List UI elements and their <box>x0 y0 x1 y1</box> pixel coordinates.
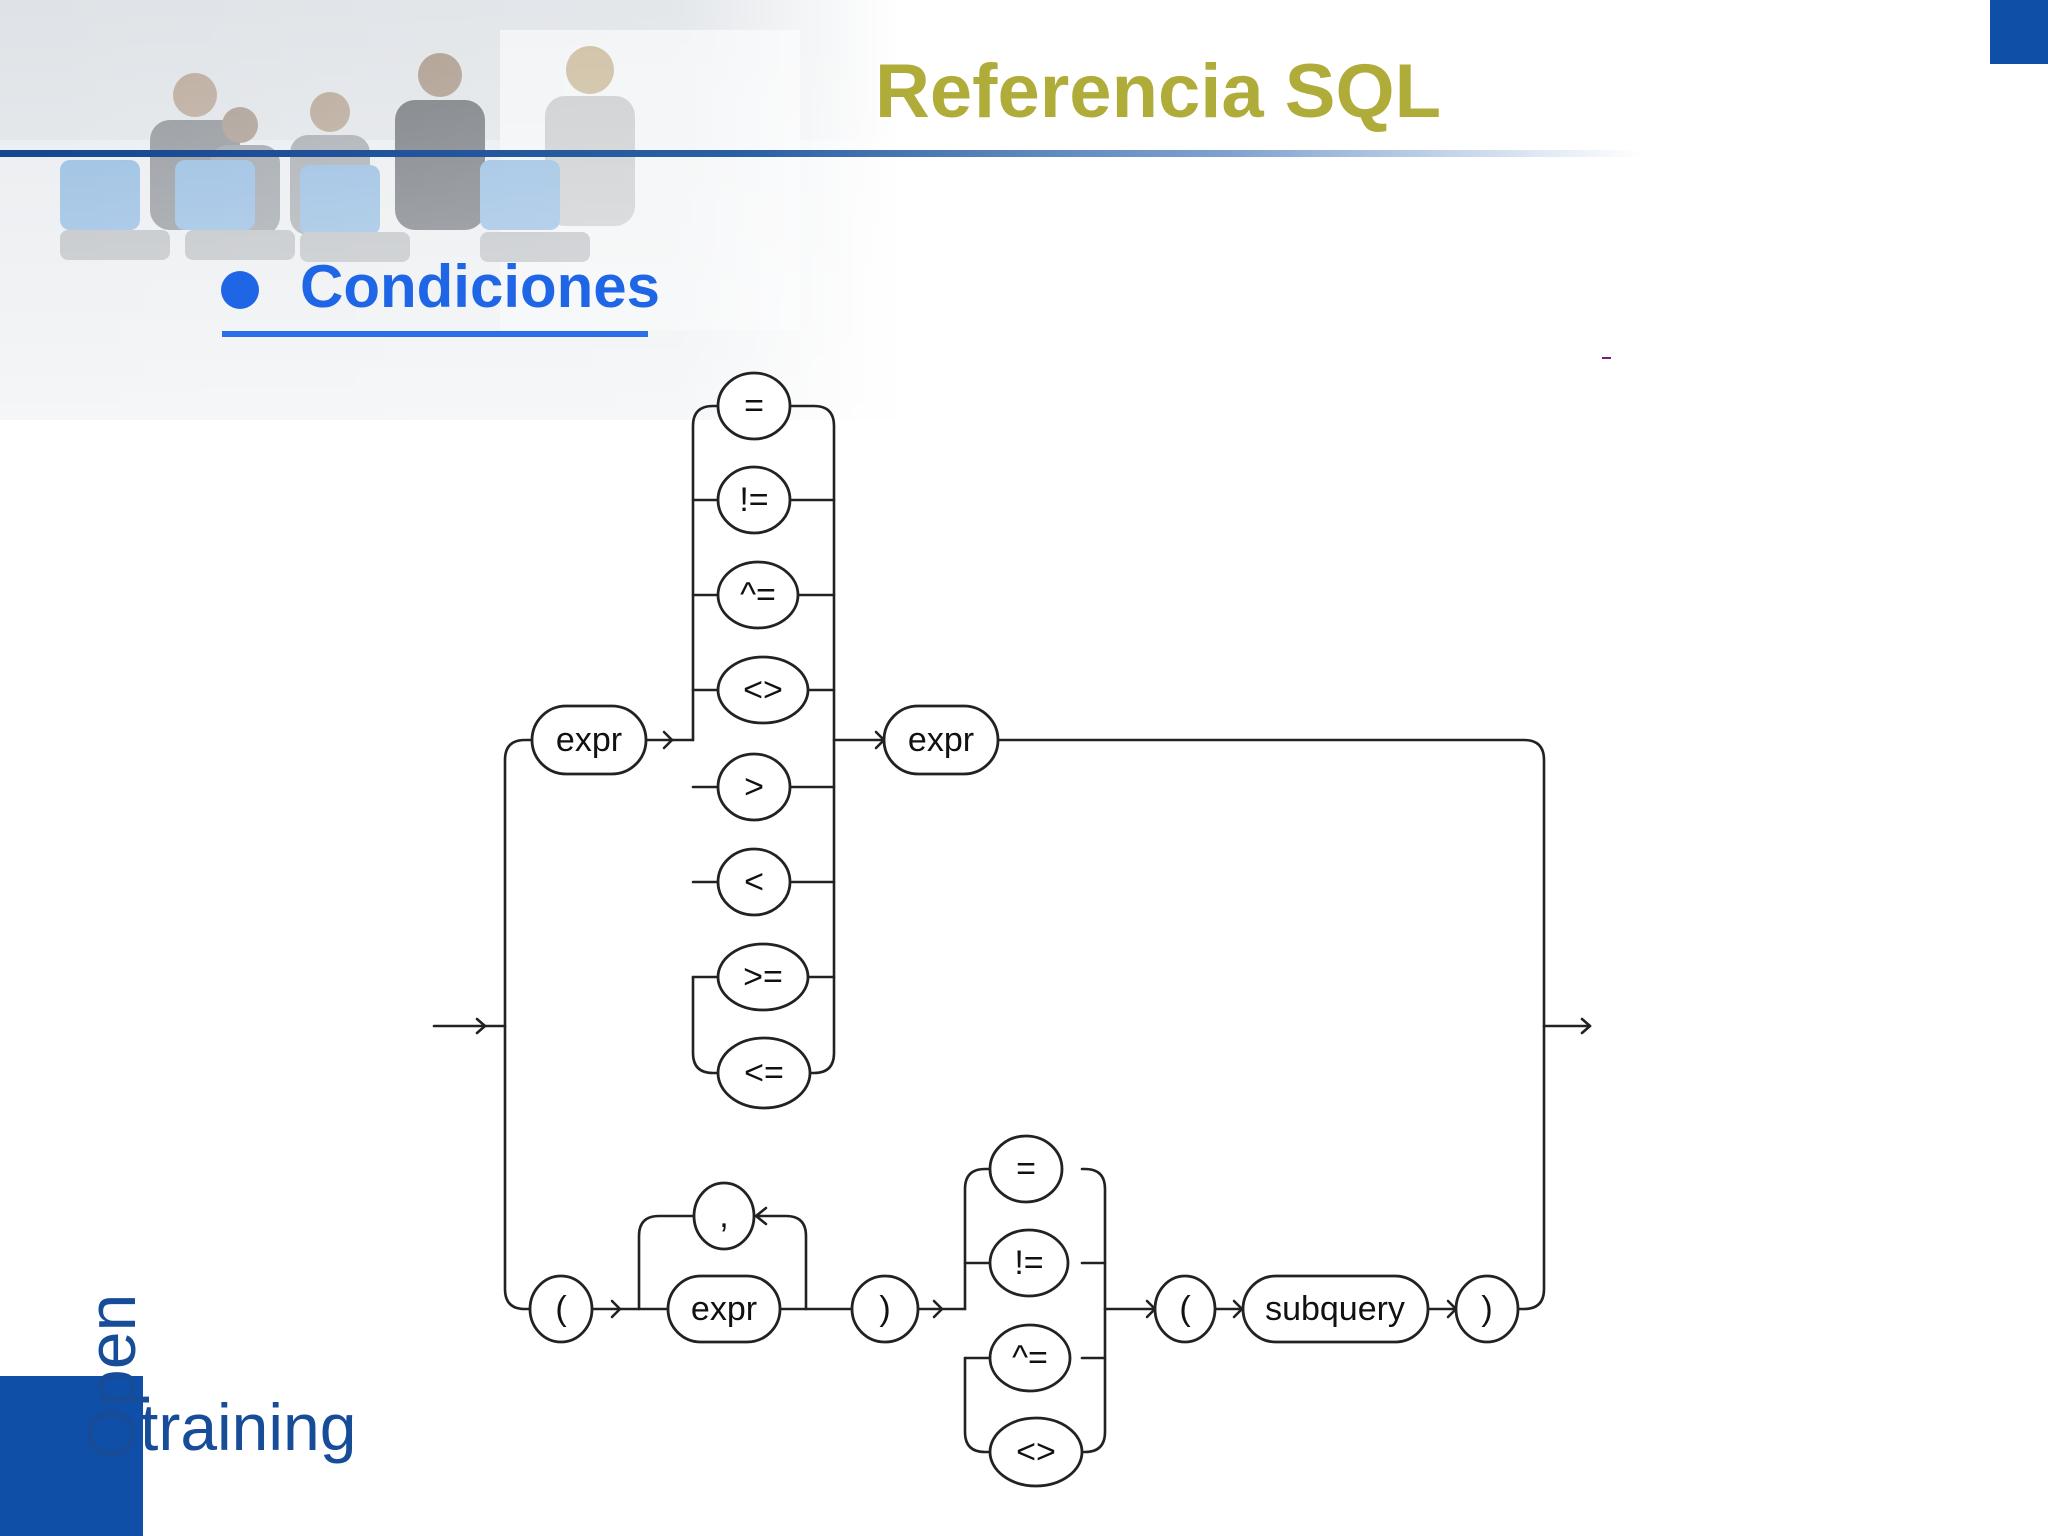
node-close-paren-sub: ) <box>1454 1274 1520 1344</box>
svg-text:^=: ^= <box>1012 1339 1048 1377</box>
node-op-ne-bang: != <box>716 465 792 535</box>
svg-text:>: > <box>744 768 764 806</box>
svg-text:,: , <box>719 1197 728 1235</box>
svg-text:expr: expr <box>691 1290 757 1328</box>
svg-text:=: = <box>744 387 764 425</box>
svg-text:): ) <box>879 1290 890 1328</box>
node-sub-op-ne-angle: <> <box>988 1416 1084 1488</box>
svg-text:<>: <> <box>743 671 783 709</box>
svg-text:<=: <= <box>744 1054 784 1092</box>
svg-text:(: ( <box>555 1290 567 1328</box>
corner-accent <box>1990 0 2048 64</box>
svg-text:!=: != <box>739 481 768 519</box>
node-comma: , <box>692 1181 756 1251</box>
section-heading: Condiciones <box>300 253 661 320</box>
node-expr-right: expr <box>882 704 1000 776</box>
node-sub-op-eq: = <box>988 1134 1064 1204</box>
svg-text:<: < <box>744 863 764 901</box>
node-op-eq: = <box>716 371 792 441</box>
svg-text:subquery: subquery <box>1265 1290 1405 1328</box>
bullet-icon <box>221 271 259 309</box>
svg-text:!=: != <box>1014 1244 1043 1282</box>
node-op-ne-angle: <> <box>716 655 810 725</box>
node-open-paren-sub: ( <box>1153 1274 1217 1344</box>
svg-text:): ) <box>1481 1290 1492 1328</box>
diagram-nodes: expr = != ^= <> > <box>528 371 1520 1488</box>
svg-text:^=: ^= <box>740 576 776 614</box>
node-expr-list: expr <box>666 1274 782 1344</box>
node-subquery: subquery <box>1241 1274 1430 1344</box>
node-sub-op-ne-caret: ^= <box>988 1323 1072 1393</box>
node-open-paren-list: ( <box>528 1274 594 1344</box>
svg-text:>=: >= <box>743 958 783 996</box>
svg-text:<>: <> <box>1016 1433 1056 1471</box>
node-op-ne-caret: ^= <box>716 560 800 630</box>
svg-text:expr: expr <box>908 721 974 759</box>
logo-training-text: training <box>140 1390 357 1464</box>
node-close-paren-list: ) <box>850 1274 920 1344</box>
diagram-connectors <box>432 404 1592 1454</box>
node-op-ge: >= <box>716 942 810 1012</box>
logo-open-text: Open <box>74 1293 150 1460</box>
node-op-le: <= <box>716 1036 812 1110</box>
svg-text:expr: expr <box>556 721 622 759</box>
title-underline <box>0 150 1640 157</box>
stray-dash <box>1602 357 1611 359</box>
node-op-gt: > <box>716 752 792 822</box>
node-expr-left: expr <box>530 704 648 776</box>
node-op-lt: < <box>716 847 792 917</box>
node-sub-op-ne-bang: != <box>988 1228 1070 1298</box>
section-heading-underline <box>222 331 648 337</box>
logo-block <box>0 1376 143 1536</box>
svg-text:=: = <box>1016 1150 1036 1188</box>
slide-title: Referencia SQL <box>875 49 1441 134</box>
svg-text:(: ( <box>1179 1290 1191 1328</box>
